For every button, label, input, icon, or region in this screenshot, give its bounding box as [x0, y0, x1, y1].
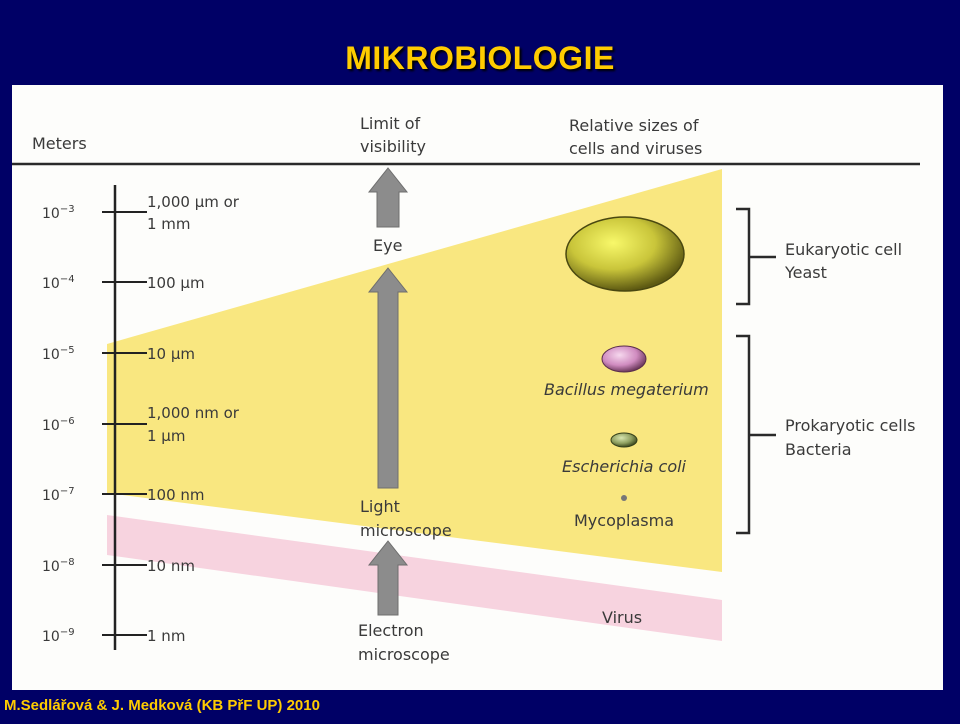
meters-header: Meters [32, 134, 87, 153]
eukaryotic-label-line1: Eukaryotic cell [785, 240, 902, 259]
exponent-label: 10−7 [42, 486, 75, 504]
exponent-label: 10−5 [42, 345, 75, 363]
eukaryotic-bracket [736, 207, 751, 306]
group-brackets [736, 207, 776, 535]
ecoli-cell-icon [610, 432, 638, 448]
unit-label: 1 mm [147, 215, 191, 233]
ecoli-label: Escherichia coli [562, 457, 687, 476]
exponent-label: 10−4 [42, 274, 75, 292]
virus-label: Virus [602, 608, 642, 627]
unit-label: 10 nm [147, 557, 195, 575]
exponent-label: 10−6 [42, 416, 75, 434]
visibility-arrows [367, 167, 409, 616]
unit-label: 1 nm [147, 627, 185, 645]
size-scale-diagram: Meters Limit of visibility Relative size… [12, 114, 920, 664]
prokaryotic-label-line1: Prokaryotic cells [785, 416, 915, 435]
bacillus-cell-icon [601, 345, 647, 373]
exponent-label: 10−3 [42, 204, 75, 222]
limit-header-line1: Limit of [360, 114, 421, 133]
light-microscope-label-line2: microscope [360, 521, 452, 540]
light-microscope-arrow-icon [367, 267, 409, 489]
unit-label: 1 µm [147, 427, 185, 445]
exponent-label: 10−8 [42, 557, 75, 575]
exponent-label: 10−9 [42, 627, 75, 645]
unit-label: 1,000 µm or [147, 193, 240, 211]
figure-panel: Meters Limit of visibility Relative size… [12, 85, 943, 690]
virus-range-band [107, 515, 722, 641]
electron-microscope-arrow-icon [367, 540, 409, 616]
eye-arrow-icon [367, 167, 409, 228]
eukaryotic-label-line2: Yeast [784, 263, 827, 282]
slide-footer: M.Sedlářová & J. Medková (KB PřF UP) 201… [4, 697, 320, 714]
slide-title: MIKROBIOLOGIE [345, 40, 615, 76]
relative-header-line2: cells and viruses [569, 139, 702, 158]
unit-label: 100 nm [147, 486, 205, 504]
light-microscope-label-line1: Light [360, 497, 400, 516]
mycoplasma-label: Mycoplasma [574, 511, 674, 530]
relative-header-line1: Relative sizes of [569, 116, 699, 135]
scale-ticks [102, 211, 147, 636]
prokaryotic-bracket [736, 334, 751, 535]
bacillus-label: Bacillus megaterium [544, 380, 709, 399]
unit-label: 10 µm [147, 345, 195, 363]
eye-label: Eye [373, 236, 402, 255]
electron-microscope-label-line1: Electron [358, 621, 424, 640]
yeast-cell-icon [565, 216, 685, 292]
electron-microscope-label-line2: microscope [358, 645, 450, 664]
prokaryotic-label-line2: Bacteria [785, 440, 852, 459]
unit-label: 1,000 nm or [147, 404, 240, 422]
exponent-labels: 10−3 10−4 10−5 10−6 10−7 10−8 10−9 [42, 204, 75, 645]
unit-label: 100 µm [147, 274, 205, 292]
limit-header-line2: visibility [360, 137, 426, 156]
unit-labels: 1,000 µm or 1 mm 100 µm 10 µm 1,000 nm o… [147, 193, 240, 645]
mycoplasma-cell-icon [621, 495, 627, 501]
visible-range-band [107, 169, 722, 572]
